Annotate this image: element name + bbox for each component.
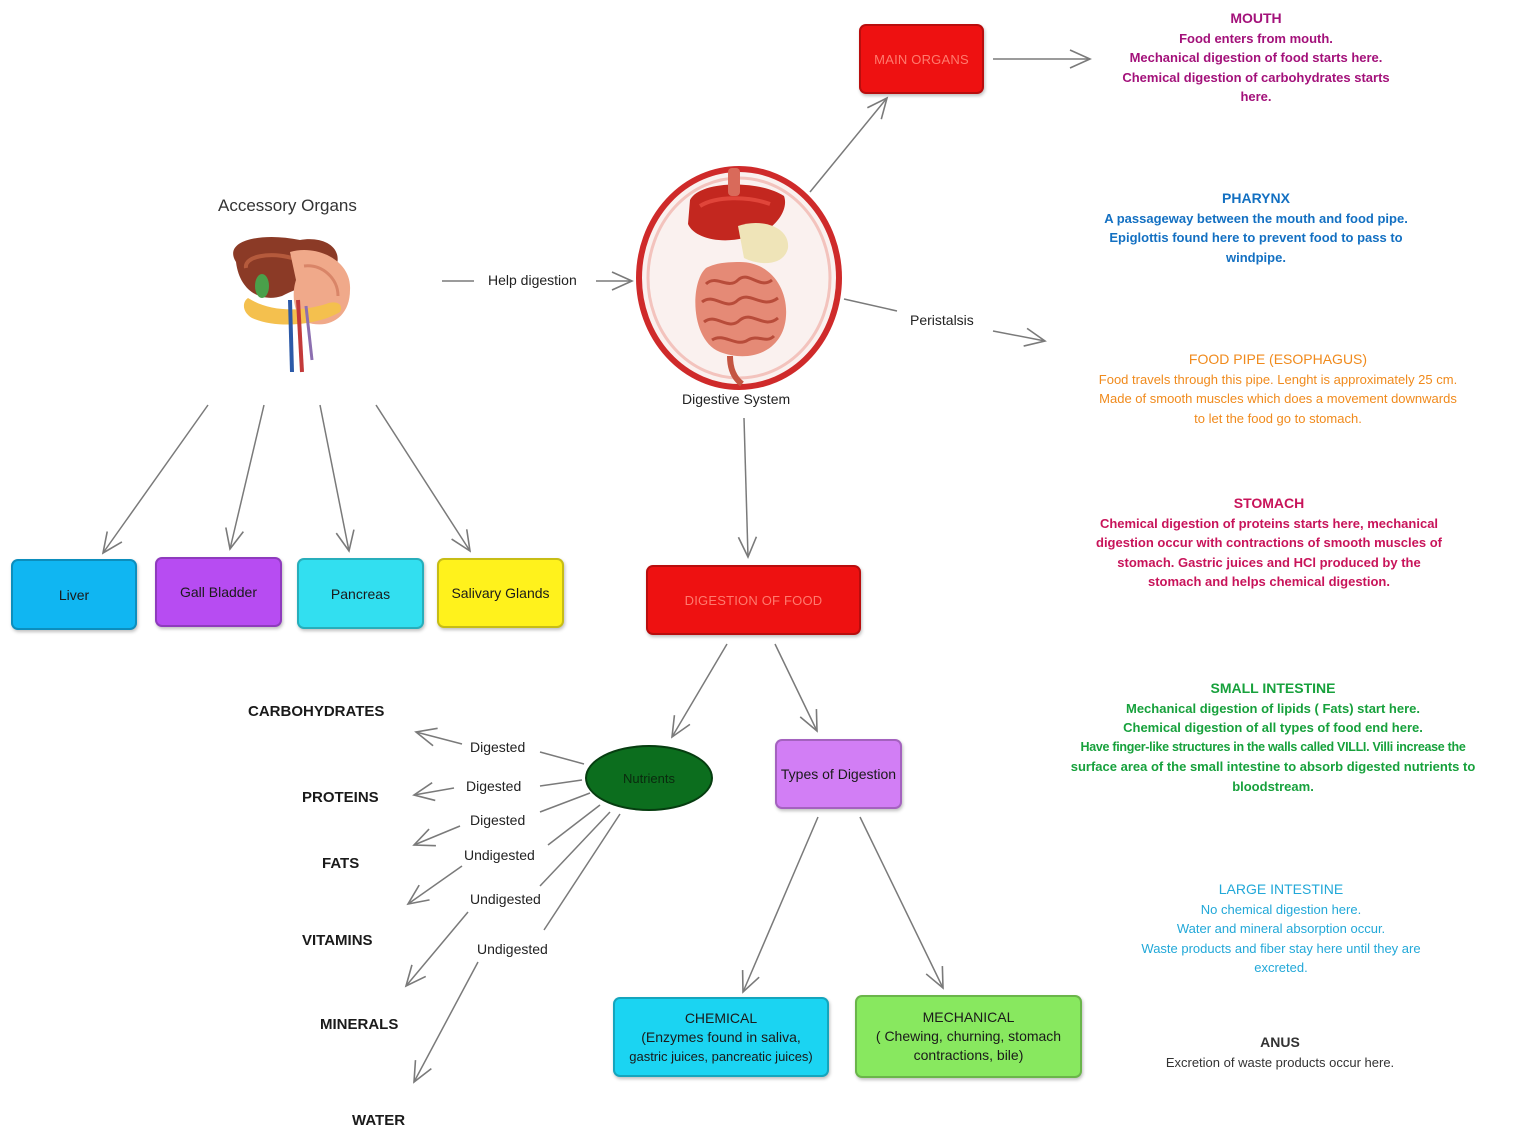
info-large-intestine: LARGE INTESTINE No chemical digestion he… (1096, 880, 1466, 978)
info-esophagus-title: FOOD PIPE (ESOPHAGUS) (1188, 351, 1368, 367)
status-label-carbohydrates: Digested (468, 739, 528, 755)
arrow-vitamins (406, 865, 463, 906)
status-label-vitamins: Undigested (462, 847, 537, 863)
info-large-intestine-title: LARGE INTESTINE (1218, 881, 1344, 897)
help-digestion-label: Help digestion (486, 272, 579, 288)
info-anus: ANUS Excretion of waste products occur h… (1120, 1033, 1440, 1072)
info-mouth-line: Mechanical digestion of food starts here… (1129, 50, 1383, 65)
arrow-to-nutrients (671, 643, 728, 739)
liver-label: Liver (58, 586, 90, 603)
mechanical-line1: ( Chewing, churning, stomach (875, 1028, 1062, 1044)
pancreas-label: Pancreas (330, 585, 391, 602)
info-anus-line: Excretion of waste products occur here. (1165, 1054, 1395, 1070)
info-stomach-line: stomach. Gastric juices and HCl produced… (1117, 554, 1421, 570)
mechanical-box[interactable]: MECHANICAL ( Chewing, churning, stomach … (855, 995, 1082, 1078)
chemical-line1: (Enzymes found in saliva, (641, 1028, 801, 1045)
info-small-intestine-line: Mechanical digestion of lipids ( Fats) s… (1126, 700, 1420, 716)
arrow-minerals (404, 911, 469, 988)
nutrient-fats: FATS (322, 855, 360, 872)
info-pharynx-title: PHARYNX (1222, 190, 1290, 206)
arrow-to-main-organs (809, 96, 889, 193)
arrow-fats (412, 825, 461, 847)
arrow-to-digestion-of-food (737, 417, 758, 559)
info-stomach-title: STOMACH (1233, 495, 1305, 511)
info-esophagus-line: Food travels through this pipe. Lenght i… (1098, 371, 1458, 387)
nutrient-proteins: PROTEINS (302, 789, 379, 806)
arrow-to-liver (101, 404, 209, 555)
nutrient-vitamins: VITAMINS (302, 932, 373, 949)
info-small-intestine-title: SMALL INTESTINE (1210, 680, 1336, 696)
info-stomach-line: digestion occur with contractions of smo… (1096, 535, 1442, 550)
info-large-intestine-line: Waste products and fiber stay here until… (1141, 940, 1421, 956)
status-label-minerals: Undigested (468, 891, 543, 907)
info-small-intestine-line: surface area of the small intestine to a… (1070, 759, 1476, 774)
types-of-digestion-box[interactable]: Types of Digestion (775, 739, 902, 809)
types-of-digestion-label: Types of Digestion (780, 766, 897, 782)
info-stomach-line: Chemical digestion of proteins starts he… (1099, 515, 1439, 531)
info-mouth: MOUTH Food enters from mouth. Mechanical… (1086, 9, 1426, 107)
nutrients-label: Nutrients (622, 770, 676, 786)
arrow-to-types (774, 643, 818, 733)
info-small-intestine-line: Have finger-like structures in the walls… (1080, 739, 1466, 754)
info-pharynx-line: A passageway between the mouth and food … (1104, 210, 1408, 226)
chemical-title: CHEMICAL (684, 1009, 758, 1026)
info-small-intestine-line: bloodstream. (1232, 778, 1314, 794)
status-label-water: Undigested (475, 941, 550, 957)
info-pharynx: PHARYNX A passageway between the mouth a… (1056, 189, 1456, 267)
info-stomach: STOMACH Chemical digestion of proteins s… (1054, 494, 1484, 592)
arrow-to-mechanical (859, 816, 944, 990)
salivary-glands-box[interactable]: Salivary Glands (437, 558, 564, 628)
gall-bladder-box[interactable]: Gall Bladder (155, 557, 282, 627)
arrow-to-pancreas (319, 404, 355, 553)
arrow-to-gall-bladder (225, 404, 265, 551)
arrow-peristalsis (992, 327, 1047, 347)
digestive-system-label: Digestive System (680, 391, 793, 407)
peristalsis-line (843, 298, 898, 312)
chemical-line2: gastric juices, pancreatic juices) (629, 1048, 813, 1064)
digestion-of-food-label: DIGESTION OF FOOD (684, 592, 823, 608)
info-esophagus-line: to let the food go to stomach. (1194, 410, 1362, 426)
info-mouth-line: Chemical digestion of carbohydrates star… (1122, 69, 1390, 85)
info-large-intestine-line: Water and mineral absorption occur. (1176, 921, 1386, 936)
info-stomach-line: stomach and helps chemical digestion. (1147, 574, 1390, 589)
nutrient-carbohydrates: CARBOHYDRATES (248, 703, 385, 720)
status-label-fats: Digested (468, 812, 528, 828)
info-mouth-title: MOUTH (1230, 10, 1282, 26)
info-large-intestine-line: No chemical digestion here. (1200, 901, 1362, 917)
info-esophagus-line: Made of smooth muscles which does a move… (1099, 391, 1457, 406)
arrow-carbohydrates (414, 727, 463, 747)
chemical-box[interactable]: CHEMICAL (Enzymes found in saliva, gastr… (613, 997, 829, 1077)
arrow-proteins (412, 782, 455, 802)
accessory-organs-title: Accessory Organs (218, 196, 357, 215)
info-small-intestine-line: Chemical digestion of all types of food … (1123, 720, 1423, 735)
nutrient-water: WATER (352, 1112, 406, 1129)
info-mouth-line: Food enters from mouth. (1179, 30, 1333, 46)
info-pharynx-line: windpipe. (1226, 249, 1286, 265)
arrow-to-chemical (741, 816, 819, 994)
nutrient-minerals: MINERALS (320, 1016, 399, 1033)
digestive-system-illustration (636, 166, 842, 390)
info-esophagus: FOOD PIPE (ESOPHAGUS) Food travels throu… (1040, 350, 1516, 428)
pancreas-box[interactable]: Pancreas (297, 558, 424, 629)
liver-box[interactable]: Liver (11, 559, 137, 630)
status-label-proteins: Digested (464, 778, 524, 794)
accessory-organs-illustration (233, 236, 351, 373)
info-pharynx-line: Epiglottis found here to prevent food to… (1109, 230, 1403, 245)
main-organs-label: MAIN ORGANS (874, 51, 969, 67)
nutrients-node[interactable]: Nutrients (585, 745, 713, 811)
mechanical-title: MECHANICAL (922, 1009, 1015, 1025)
main-organs-box[interactable]: MAIN ORGANS (859, 24, 984, 94)
mechanical-line2: contractions, bile) (913, 1047, 1024, 1063)
info-large-intestine-line: excreted. (1254, 960, 1308, 975)
arrow-to-salivary (375, 404, 472, 553)
gall-bladder-label: Gall Bladder (179, 584, 258, 600)
info-mouth-line: here. (1240, 89, 1272, 104)
arrow-water (413, 961, 479, 1084)
info-small-intestine: SMALL INTESTINE Mechanical digestion of … (1024, 679, 1522, 796)
info-anus-title: ANUS (1260, 1034, 1300, 1050)
salivary-glands-label: Salivary Glands (451, 585, 550, 601)
peristalsis-label: Peristalsis (908, 312, 976, 328)
digestion-of-food-box[interactable]: DIGESTION OF FOOD (646, 565, 861, 635)
